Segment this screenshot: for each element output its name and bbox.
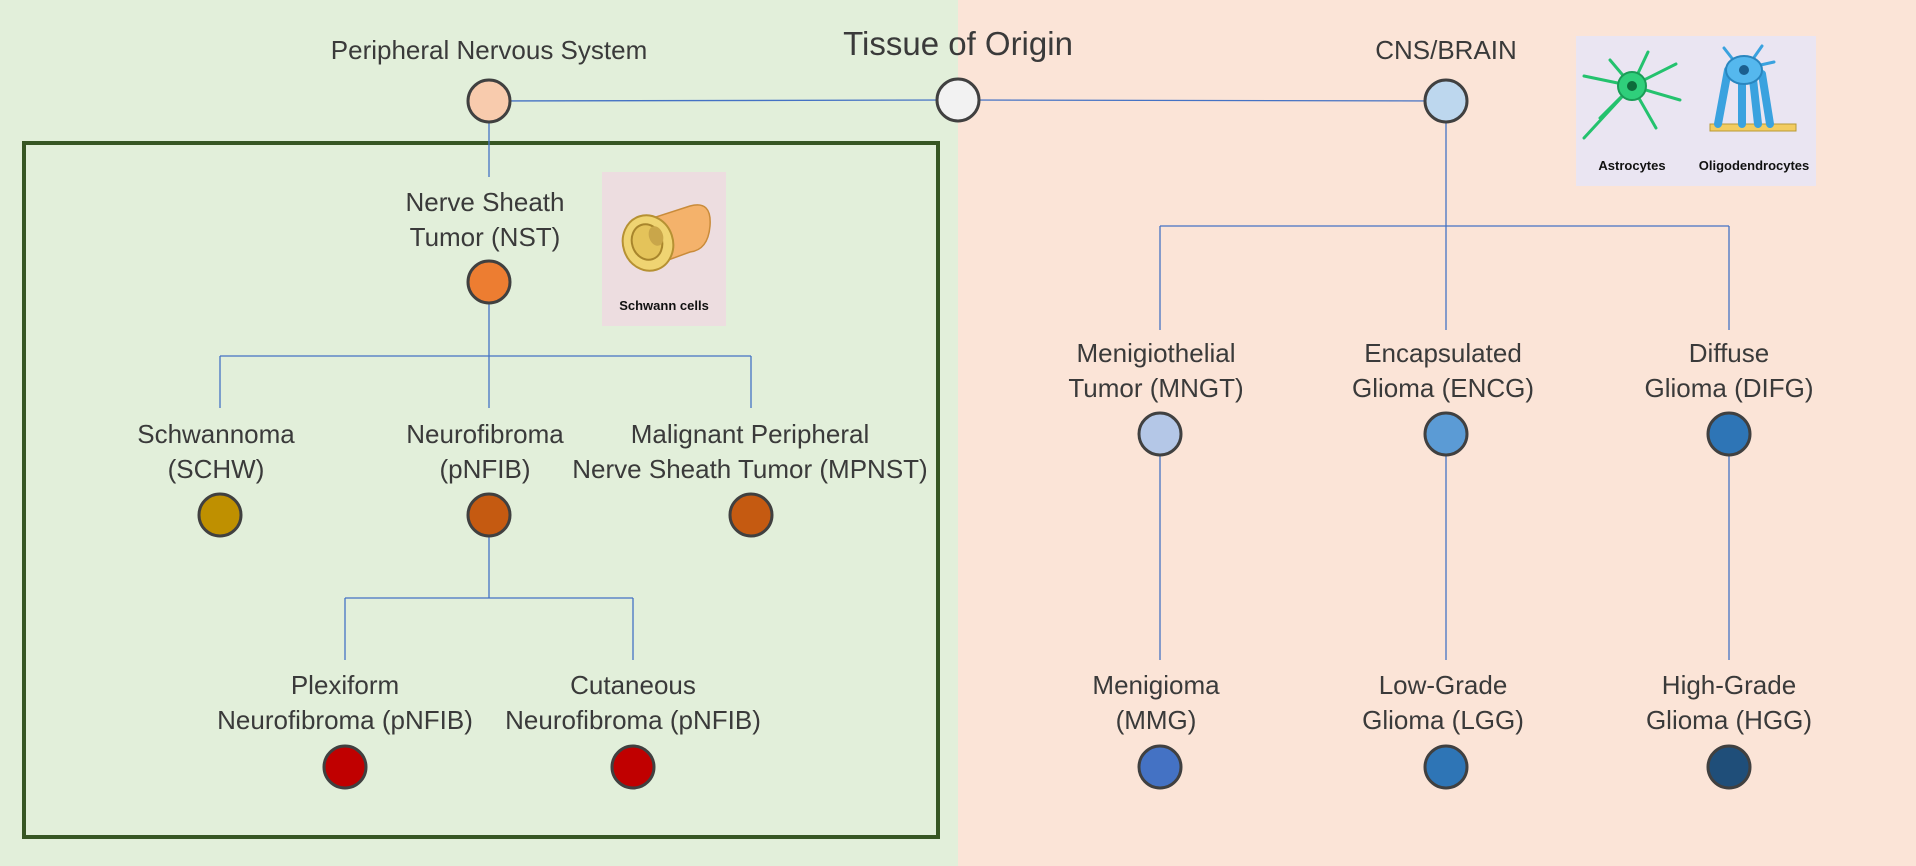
hgg-label-line1: High-Grade xyxy=(1661,670,1797,700)
connector-root-to-cns xyxy=(957,99,1447,102)
hgg-node[interactable] xyxy=(1706,744,1752,790)
astrocyte-icon xyxy=(1582,50,1682,140)
schwann-cells-caption: Schwann cells xyxy=(619,298,709,313)
difg-node[interactable] xyxy=(1706,411,1752,457)
encg-label: Encapsulated Glioma (ENCG) xyxy=(1352,336,1534,406)
lgg-label: Low-Grade Glioma (LGG) xyxy=(1362,668,1524,738)
lgg-label-line2: Glioma (LGG) xyxy=(1362,705,1524,735)
cutaneous-label: Cutaneous Neurofibroma (pNFIB) xyxy=(505,668,761,738)
pnfib-label-line1: Neurofibroma xyxy=(406,419,564,449)
mmg-label-line2: (MMG) xyxy=(1115,705,1197,735)
mpnst-label-line2: Nerve Sheath Tumor (MPNST) xyxy=(572,454,928,484)
nst-node[interactable] xyxy=(466,259,512,305)
plexiform-node[interactable] xyxy=(322,744,368,790)
schw-node[interactable] xyxy=(197,492,243,538)
lgg-node[interactable] xyxy=(1423,744,1469,790)
pns-label: Peripheral Nervous System xyxy=(330,35,648,65)
mmg-label-line1: Menigioma xyxy=(1092,670,1220,700)
mngt-node[interactable] xyxy=(1137,411,1183,457)
encg-node[interactable] xyxy=(1423,411,1469,457)
mngt-label-line2: Tumor (MNGT) xyxy=(1068,373,1244,403)
connector-lines xyxy=(219,99,1730,660)
glial-panel xyxy=(1576,36,1816,186)
diagram-title: Tissue of Origin xyxy=(843,25,1073,62)
encg-label-line1: Encapsulated xyxy=(1364,338,1522,368)
hgg-label-line2: Glioma (HGG) xyxy=(1645,705,1813,735)
glial-cells-illustration xyxy=(1576,36,1816,186)
pnfib-node[interactable] xyxy=(466,492,512,538)
root-node[interactable] xyxy=(935,77,981,123)
cutaneous-node[interactable] xyxy=(610,744,656,790)
cns-label: CNS/BRAIN xyxy=(1375,35,1517,65)
schwann-cell-illustration xyxy=(602,172,726,326)
mpnst-label: Malignant Peripheral Nerve Sheath Tumor … xyxy=(572,417,927,487)
mngt-label-line1: Menigiothelial xyxy=(1076,338,1236,368)
astrocytes-caption: Astrocytes xyxy=(1598,158,1666,173)
nst-label-line1: Nerve Sheath xyxy=(405,187,565,217)
nst-label-line2: Tumor (NST) xyxy=(409,222,561,252)
nst-label: Nerve Sheath Tumor (NST) xyxy=(406,185,565,255)
oligodendrocytes-caption: Oligodendrocytes xyxy=(1698,158,1810,173)
pns-node[interactable] xyxy=(466,78,512,124)
myelin-sheath-icon xyxy=(621,204,711,272)
difg-label-line1: Diffuse xyxy=(1688,338,1770,368)
oligodendrocyte-icon xyxy=(1709,44,1797,132)
plexiform-label: Plexiform Neurofibroma (pNFIB) xyxy=(217,668,473,738)
encg-label-line2: Glioma (ENCG) xyxy=(1351,373,1535,403)
mmg-node[interactable] xyxy=(1137,744,1183,790)
pnfib-label: Neurofibroma (pNFIB) xyxy=(406,417,564,487)
mpnst-node[interactable] xyxy=(728,492,774,538)
schw-label-line1: Schwannoma xyxy=(137,419,295,449)
pns-group-box xyxy=(22,141,940,839)
hgg-label: High-Grade Glioma (HGG) xyxy=(1646,668,1812,738)
mpnst-label-line1: Malignant Peripheral xyxy=(630,419,870,449)
cutaneous-label-line1: Cutaneous xyxy=(570,670,696,700)
connector-root-to-pns xyxy=(488,99,959,102)
cns-node[interactable] xyxy=(1423,78,1469,124)
schw-label-line2: (SCHW) xyxy=(167,454,265,484)
difg-label-line2: Glioma (DIFG) xyxy=(1644,373,1814,403)
nodes xyxy=(197,77,1752,790)
difg-label: Diffuse Glioma (DIFG) xyxy=(1645,336,1814,406)
mngt-label: Menigiothelial Tumor (MNGT) xyxy=(1068,336,1243,406)
pnfib-label-line2: (pNFIB) xyxy=(439,454,531,484)
cutaneous-label-line2: Neurofibroma (pNFIB) xyxy=(505,705,761,735)
plexiform-label-line1: Plexiform xyxy=(290,670,400,700)
plexiform-label-line2: Neurofibroma (pNFIB) xyxy=(217,705,473,735)
schw-label: Schwannoma (SCHW) xyxy=(137,417,295,487)
lgg-label-line1: Low-Grade xyxy=(1378,670,1508,700)
mmg-label: Menigioma (MMG) xyxy=(1092,668,1219,738)
